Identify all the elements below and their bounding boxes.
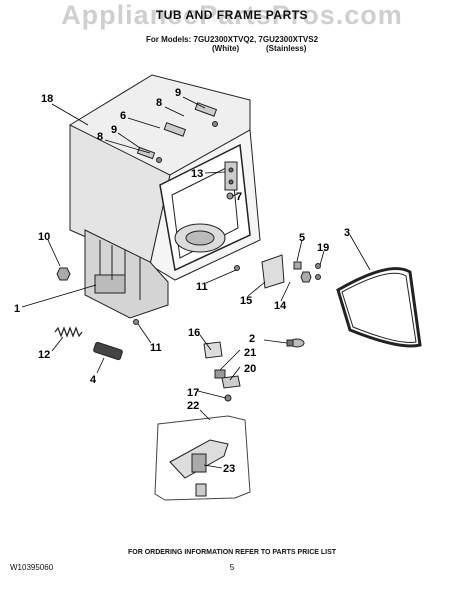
- callout-14: 14: [274, 300, 287, 312]
- callout-6: 6: [120, 110, 126, 122]
- callout-19: 19: [317, 242, 329, 254]
- callout-5: 5: [299, 232, 305, 244]
- callout-7: 7: [236, 191, 242, 203]
- callout-4: 4: [90, 374, 97, 386]
- callout-16: 16: [188, 327, 200, 339]
- callout-9-top: 9: [175, 87, 181, 99]
- callout-8-left: 8: [97, 131, 103, 143]
- callout-23: 23: [223, 463, 235, 475]
- page-title: TUB AND FRAME PARTS: [155, 8, 309, 22]
- watermark: AppliancePartsPros.com: [61, 0, 403, 30]
- callout-12: 12: [38, 349, 50, 361]
- callout-22: 22: [187, 400, 199, 412]
- callout-11-lower: 11: [150, 342, 162, 354]
- leader-lines: [21, 96, 371, 469]
- callout-9-left: 9: [111, 124, 117, 136]
- ordering-note: FOR ORDERING INFORMATION REFER TO PARTS …: [127, 549, 337, 556]
- door-gasket-drawing: [336, 267, 422, 348]
- callout-17: 17: [187, 387, 199, 399]
- spring-and-pad-drawing: [54, 326, 123, 361]
- variant-stainless: (Stainless): [266, 44, 307, 53]
- callout-3: 3: [344, 227, 350, 239]
- variant-white: (White): [212, 44, 240, 53]
- callout-13: 13: [191, 168, 203, 180]
- callout-21: 21: [244, 347, 256, 359]
- document-number: W10395060: [10, 563, 54, 572]
- small-parts-drawing: [56, 254, 321, 325]
- callout-11-upper: 11: [196, 281, 208, 293]
- page-number: 5: [229, 563, 235, 572]
- callout-18: 18: [41, 93, 53, 105]
- callout-8-top: 8: [156, 97, 162, 109]
- callout-20: 20: [244, 363, 256, 375]
- callout-15: 15: [240, 295, 252, 307]
- callout-labels: 18 9 8 6 9 8 13 7 10 5 19 3 1 11 15 14 1…: [14, 87, 350, 475]
- callout-1: 1: [14, 303, 20, 315]
- callout-2: 2: [249, 333, 255, 345]
- inset-assembly-drawing: [154, 415, 251, 501]
- hinge-bracket-drawing: [224, 161, 238, 200]
- models-line: For Models: 7GU2300XTVQ2, 7GU2300XTVS2: [145, 35, 319, 44]
- callout-10: 10: [38, 231, 50, 243]
